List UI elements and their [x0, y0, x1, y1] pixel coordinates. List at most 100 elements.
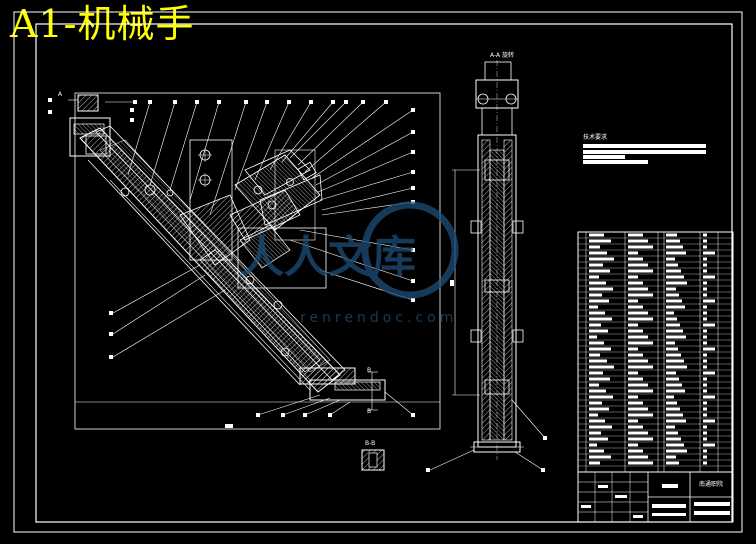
parts-table-cell-text: [703, 431, 707, 435]
parts-table-cell-text: [589, 251, 607, 255]
parts-table-cell-text: [666, 389, 685, 393]
parts-table-cell-text: [628, 329, 643, 333]
parts-table-cell-text: [628, 347, 638, 351]
view-letter-b-bottom: B: [367, 408, 371, 415]
parts-table-cell-text: [703, 239, 707, 243]
parts-table-cell-text: [628, 401, 643, 405]
parts-table-cell-text: [589, 353, 600, 357]
section-a-label: A-A 旋转: [490, 51, 514, 59]
parts-table-cell-text: [666, 377, 679, 381]
parts-table-cell-text: [703, 311, 707, 315]
parts-table-cell-text: [589, 443, 597, 447]
parts-table-cell-text: [666, 311, 674, 315]
parts-table-cell-text: [628, 359, 648, 363]
parts-table-cell-text: [666, 299, 682, 303]
parts-table-cell-text: [666, 455, 676, 459]
parts-table-cell-text: [628, 233, 643, 237]
parts-table-cell-text: [666, 251, 686, 255]
parts-table-cell-text: [589, 419, 605, 423]
parts-table-cell-text: [628, 275, 638, 279]
parts-table-cell-text: [703, 233, 707, 237]
part-balloon-markers: [48, 98, 415, 417]
parts-table-cell-text: [628, 383, 648, 387]
parts-table-cell-text: [589, 299, 609, 303]
parts-table-cell-text: [628, 407, 648, 411]
parts-table-cell-text: [628, 287, 648, 291]
parts-table-cell-text: [666, 449, 687, 453]
parts-table-cell-text: [666, 401, 677, 405]
parts-table-cell-text: [628, 437, 653, 441]
parts-table-cell-text: [703, 425, 707, 429]
parts-table-cell-text: [703, 299, 715, 303]
parts-table-cell-text: [628, 269, 653, 273]
parts-table-cell-text: [589, 407, 609, 411]
parts-table-cell-text: [628, 323, 638, 327]
parts-table-cell-text: [628, 395, 638, 399]
parts-table-cell-text: [703, 245, 707, 249]
outer-border: [13, 11, 743, 533]
parts-table-cell-text: [666, 419, 686, 423]
parts-table-cell-text: [703, 401, 707, 405]
parts-table-cell-text: [628, 377, 643, 381]
parts-table-cell-text: [703, 323, 715, 327]
parts-table-cell-text: [589, 341, 604, 345]
section-b-label: B-B: [365, 440, 375, 447]
section-b-detail: B-B: [361, 440, 385, 471]
parts-table-cell-text: [666, 395, 674, 399]
parts-table-cell-text: [703, 359, 707, 363]
parts-table-cell-text: [628, 305, 643, 309]
parts-table-cell-text: [666, 269, 681, 273]
parts-table-cell-text: [628, 341, 653, 345]
parts-table-cell-text: [589, 287, 613, 291]
main-arm-section: [68, 94, 386, 411]
parts-table-cell-text: [589, 281, 606, 285]
parts-table-cell-text: [628, 335, 648, 339]
parts-list-table: [577, 231, 734, 473]
parts-table-cell-text: [589, 383, 599, 387]
parts-table-cell-text: [628, 299, 638, 303]
parts-table-cell-text: [628, 389, 653, 393]
parts-table-cell-text: [703, 275, 715, 279]
parts-table-cell-text: [589, 311, 605, 315]
parts-table-cell-text: [703, 377, 707, 381]
parts-table-cell-text: [628, 371, 638, 375]
parts-table-cell-text: [589, 263, 603, 267]
parts-table-cell-text: [666, 305, 685, 309]
parts-table-cell-text: [703, 293, 707, 297]
main-view-frame: [74, 92, 441, 430]
parts-table-cell-text: [589, 335, 597, 339]
parts-table-cell-text: [628, 449, 643, 453]
parts-table-cell-text: [703, 395, 715, 399]
parts-table-cell-text: [703, 461, 707, 465]
parts-table-cell-text: [589, 425, 612, 429]
parts-table-cell-text: [703, 263, 707, 267]
parts-table-cell-text: [589, 275, 599, 279]
parts-table-cell-text: [628, 425, 643, 429]
parts-table-cell-text: [589, 377, 610, 381]
watermark-brand: 人人文库: [240, 232, 416, 283]
parts-table-cell-text: [628, 353, 643, 357]
parts-table-cell-text: [589, 257, 614, 261]
parts-table-cell-text: [589, 233, 604, 237]
parts-table-cell-text: [589, 395, 613, 399]
parts-table-cell-text: [666, 443, 684, 447]
parts-table-cell-text: [666, 365, 687, 369]
parts-table-cell-text: [589, 455, 611, 459]
parts-table-cell-text: [589, 239, 611, 243]
view-letter-a: A: [58, 91, 63, 98]
parts-table-cell-text: [703, 443, 715, 447]
side-view-column: A-A 旋转: [426, 51, 547, 472]
parts-table-cell-text: [628, 455, 648, 459]
parts-table-cell-text: [589, 305, 598, 309]
parts-table-cell-text: [628, 461, 653, 465]
parts-table-cell-text: [703, 389, 707, 393]
parts-table-cell-text: [628, 245, 653, 249]
parts-table-cell-text: [589, 389, 606, 393]
parts-table-cell-text: [703, 251, 715, 255]
parts-table-cell-text: [666, 329, 683, 333]
parts-table-cell-text: [703, 371, 715, 375]
parts-table-cell-text: [628, 419, 638, 423]
parts-table-cell-text: [628, 281, 643, 285]
parts-table-cell-text: [589, 449, 604, 453]
